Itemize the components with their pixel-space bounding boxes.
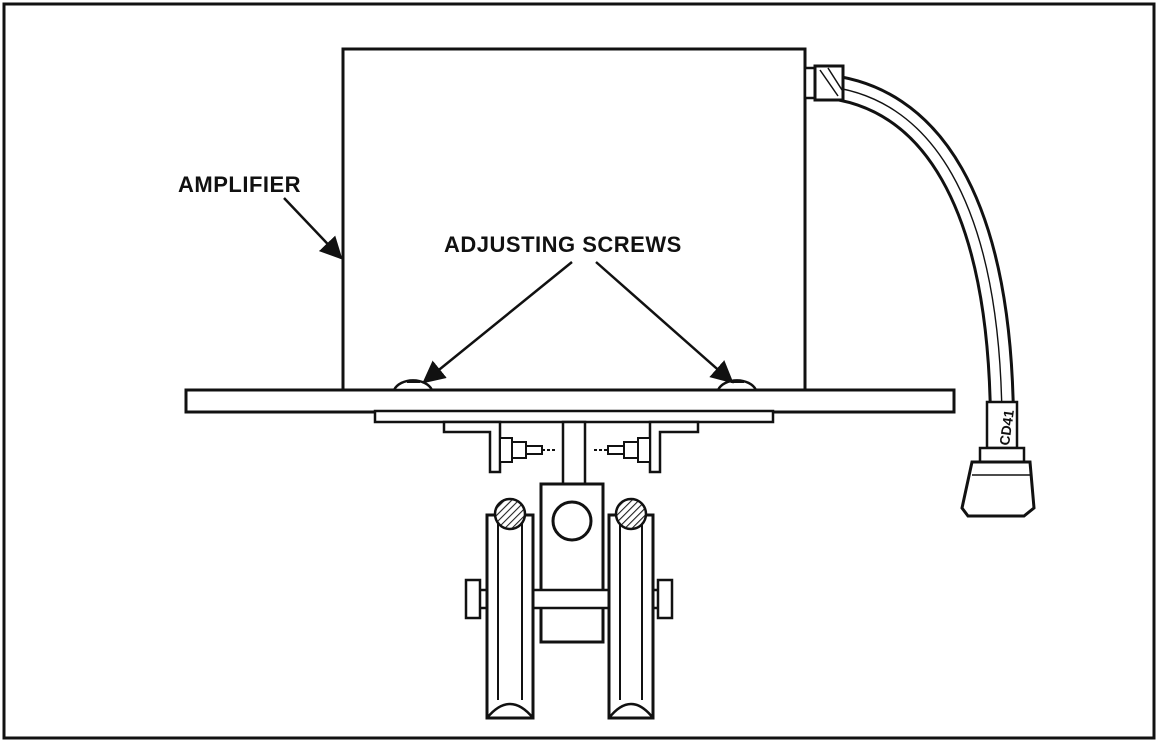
adjustment-bolt-left — [499, 437, 556, 463]
amplifier-leader-arrow — [283, 197, 343, 260]
axle-nut-left — [464, 578, 482, 620]
cable-strand-right — [614, 497, 648, 531]
bracket-right — [648, 420, 700, 474]
axle-nut-right — [656, 578, 674, 620]
pivot-hole — [551, 500, 593, 542]
mounting-plate — [184, 388, 956, 414]
amplifier-box — [341, 47, 807, 394]
bracket-left — [442, 420, 502, 474]
lower-plate — [373, 409, 775, 424]
cable-fitting — [803, 64, 845, 102]
cable-strand-left — [493, 497, 527, 531]
amplifier-cable — [820, 73, 1015, 421]
center-stem — [561, 420, 587, 488]
amplifier-label: AMPLIFIER — [178, 172, 301, 197]
screw-leader-arrow-left — [422, 261, 573, 384]
cable-tag-text: CD41 — [996, 409, 1017, 447]
screw-leader-arrow-right — [595, 261, 734, 384]
cable-plug — [960, 446, 1036, 518]
adjustment-bolt-right — [594, 437, 651, 463]
pulley-wheel-left — [485, 513, 535, 720]
cable-tag — [985, 400, 1019, 450]
pulley-wheel-right — [607, 513, 655, 720]
adjusting-screws-label: ADJUSTING SCREWS — [444, 232, 682, 257]
